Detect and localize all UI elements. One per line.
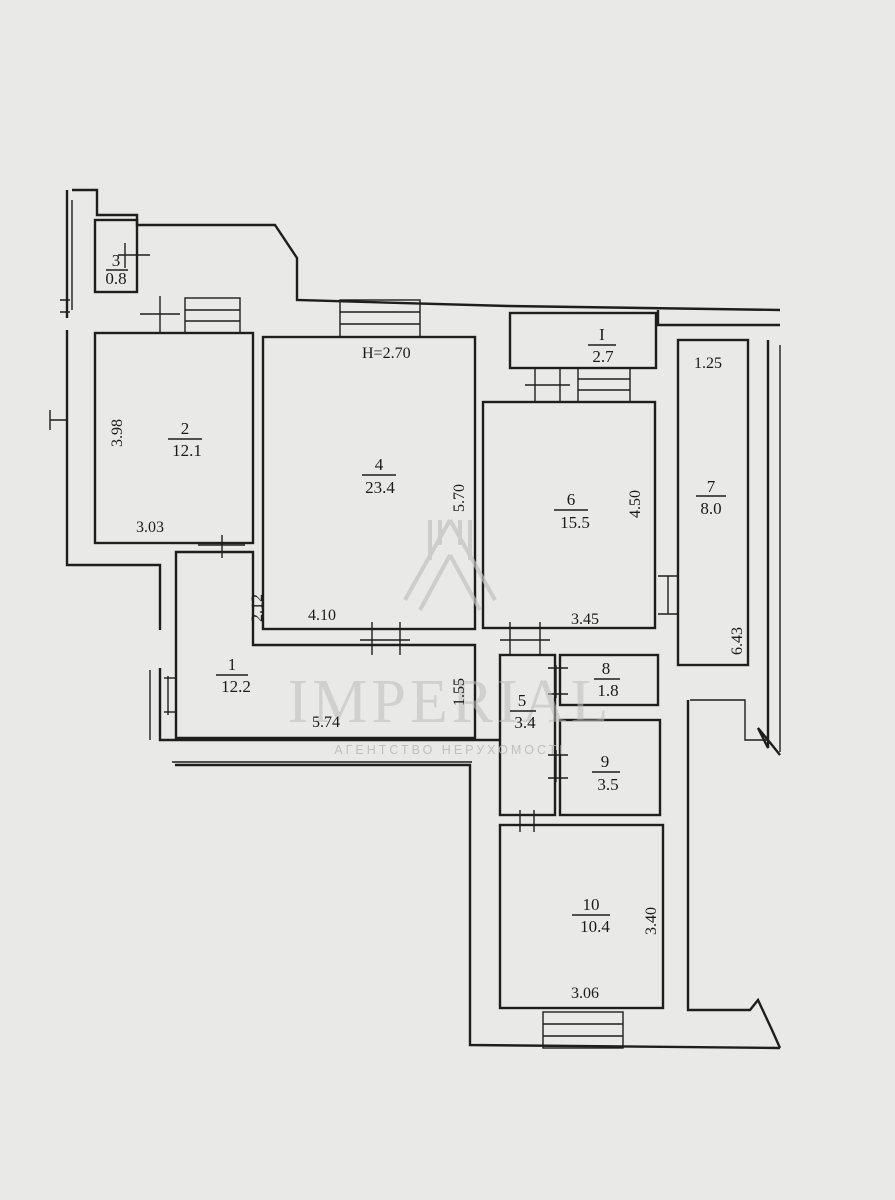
room-number: 2	[181, 419, 190, 438]
door-openings	[118, 243, 678, 832]
room-number: 7	[707, 477, 716, 496]
room-area: 3.5	[597, 775, 618, 794]
ceiling-height-label: H=2.70	[362, 345, 411, 362]
room-5-label: 5 3.4	[510, 691, 536, 732]
room-6-label: 6 15.5	[554, 490, 590, 532]
room-area: 15.5	[560, 513, 590, 532]
balcony-I-label: I 2.7	[588, 325, 616, 366]
room-5-outline	[498, 653, 557, 817]
dimension-label: 1.25	[694, 355, 722, 372]
dimension-label: 2.12	[249, 594, 266, 622]
watermark-brand: IMPERIAL	[288, 668, 613, 736]
door-opening	[198, 535, 245, 558]
window-block	[542, 1011, 624, 1049]
window-block	[339, 299, 421, 338]
room-number: 8	[602, 659, 611, 678]
watermark-emblem-icon	[403, 519, 497, 611]
room-number: 3	[112, 251, 121, 270]
dimension-label: 3.03	[136, 519, 164, 536]
room-number: 1	[228, 655, 237, 674]
room-10-outline	[498, 823, 665, 1010]
room-1-label: 1 12.2	[216, 655, 251, 696]
room-number: 6	[567, 490, 576, 509]
room-9-label: 9 3.5	[592, 752, 620, 794]
door-opening	[519, 810, 535, 832]
window-block	[184, 297, 241, 334]
dimension-labels: 3.98 3.03 5.70 4.10 4.50 3.45 1.25 6.43 …	[109, 355, 746, 1002]
room-area: 12.2	[221, 677, 251, 696]
room-area: 10.4	[580, 917, 610, 936]
door-opening	[118, 243, 150, 268]
room-labels: 3 0.8 2 12.1 4 23.4 6 15.5 7 8.0 I 2.7	[105, 251, 726, 936]
watermark-tagline: АГЕНТСТВО НЕРУХОМОСТІ	[334, 743, 565, 757]
door-opening	[548, 750, 568, 782]
room-10-label: 10 10.4	[572, 895, 610, 936]
room-number: 10	[583, 895, 600, 914]
room-7-outline	[676, 338, 750, 667]
dimension-label: 5.70	[451, 484, 468, 512]
door-opening	[548, 665, 568, 698]
dimension-label: 5.74	[312, 714, 340, 731]
room-area: 8.0	[700, 499, 721, 518]
dimension-label: 1.55	[451, 678, 468, 706]
watermark: IMPERIAL АГЕНТСТВО НЕРУХОМОСТІ	[288, 519, 613, 757]
dimension-label: 3.98	[109, 419, 126, 447]
room-6-outline	[481, 400, 657, 630]
room-number: 4	[375, 455, 384, 474]
outer-walls	[49, 188, 782, 1050]
room-8-outline	[558, 653, 660, 707]
room-area: 0.8	[105, 269, 126, 288]
door-opening	[140, 296, 180, 333]
room-8-label: 8 1.8	[594, 659, 620, 700]
room-9-outline	[558, 718, 662, 817]
room-number: 5	[518, 691, 527, 710]
window-blocks	[184, 297, 631, 1049]
dimension-label: 4.10	[308, 607, 336, 624]
dimension-label: 4.50	[627, 490, 644, 518]
room-area: 3.4	[514, 713, 536, 732]
room-3-label: 3 0.8	[105, 251, 128, 288]
door-opening	[500, 622, 550, 655]
room-1-outline	[174, 550, 477, 740]
dimension-label: 3.06	[571, 985, 599, 1002]
door-opening	[164, 676, 176, 715]
room-number: 9	[601, 752, 610, 771]
window-block	[577, 367, 631, 403]
room-number: I	[599, 325, 605, 344]
door-opening	[525, 368, 570, 402]
room-2-outline	[93, 331, 255, 545]
room-area: 1.8	[597, 681, 618, 700]
room-4-label: 4 23.4	[362, 455, 396, 497]
room-area: 2.7	[592, 347, 614, 366]
door-opening	[360, 622, 410, 655]
room-2-label: 2 12.1	[168, 419, 202, 460]
dimension-label: 6.43	[729, 627, 746, 655]
dimension-label: 3.40	[643, 907, 660, 935]
room-outlines	[93, 218, 750, 1010]
dimension-label: 3.45	[571, 611, 599, 628]
balcony-outline	[508, 311, 658, 370]
room-area: 23.4	[365, 478, 395, 497]
room-7-label: 7 8.0	[696, 477, 726, 518]
room-area: 12.1	[172, 441, 202, 460]
room-3-outline	[93, 218, 139, 294]
door-opening	[658, 575, 678, 615]
